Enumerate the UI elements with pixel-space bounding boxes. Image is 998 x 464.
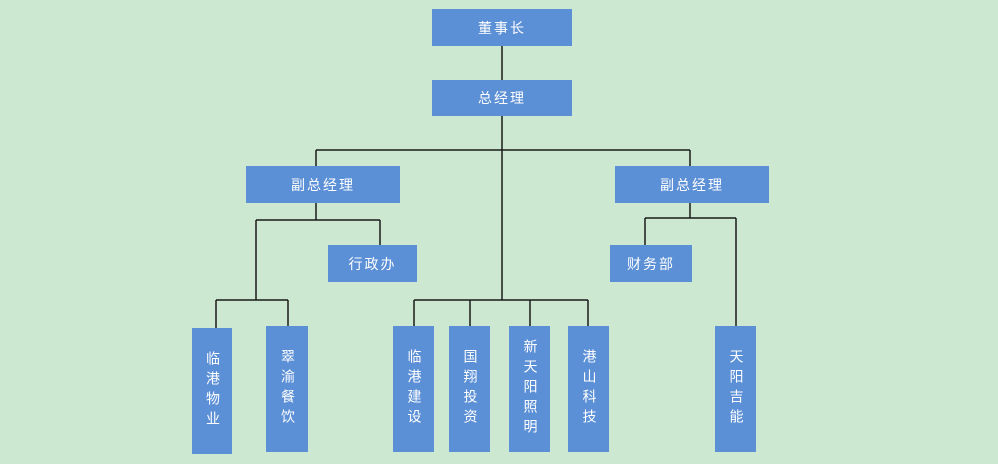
deputy-left-box: 副总经理 <box>246 166 400 203</box>
deputy-right-label: 副总经理 <box>660 177 724 194</box>
finance-dept-label: 财务部 <box>627 256 675 273</box>
deputy-right-box: 副总经理 <box>615 166 769 203</box>
general-manager-box: 总经理 <box>432 80 572 116</box>
cuiyu-catering-box: 翠渝餐饮 <box>266 326 308 452</box>
chairman-box: 董事长 <box>432 9 572 46</box>
linkang-construction-label: 临港建设 <box>405 349 422 429</box>
cuiyu-catering-label: 翠渝餐饮 <box>279 349 295 429</box>
tianyang-jineng-label: 天阳吉能 <box>727 349 744 429</box>
gangshan-tech-box: 港山科技 <box>568 326 609 452</box>
admin-office-label: 行政办 <box>348 256 397 273</box>
linkang-construction-box: 临港建设 <box>393 326 434 452</box>
chairman-label: 董事长 <box>478 20 526 37</box>
xintianyang-lighting-box: 新天阳照明 <box>509 326 550 452</box>
tianyang-jineng-box: 天阳吉能 <box>715 326 756 452</box>
admin-office-box: 行政办 <box>328 245 417 282</box>
general-manager-label: 总经理 <box>478 91 526 107</box>
deputy-left-label: 副总经理 <box>291 177 355 194</box>
gangshan-tech-label: 港山科技 <box>580 349 597 429</box>
xintianyang-lighting-label: 新天阳照明 <box>521 339 538 439</box>
linkang-property-box: 临港物业 <box>192 328 232 454</box>
guoxiang-investment-box: 国翔投资 <box>449 326 490 452</box>
finance-dept-box: 财务部 <box>610 245 692 282</box>
guoxiang-investment-label: 国翔投资 <box>461 349 478 429</box>
linkang-property-label: 临港物业 <box>204 351 220 431</box>
